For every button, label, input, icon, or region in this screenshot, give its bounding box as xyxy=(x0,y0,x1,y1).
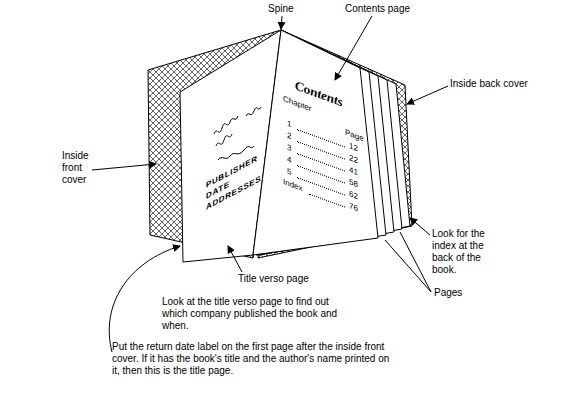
page-shape xyxy=(253,30,378,255)
part-label: Pages xyxy=(434,287,494,299)
page-number: 22 xyxy=(349,153,358,166)
note-text: Look at the title verso page to find out… xyxy=(162,296,354,332)
part-label: Spine xyxy=(268,3,328,15)
leader-dots xyxy=(297,153,345,171)
handwriting-scribble xyxy=(246,107,261,116)
part-label: Contents page xyxy=(345,3,435,15)
leader-line xyxy=(410,218,430,235)
chapter-number: 3 xyxy=(287,142,291,154)
page-number: 12 xyxy=(349,141,358,154)
part-label: Inside front cover xyxy=(62,150,96,186)
chapter-number: 2 xyxy=(287,130,291,142)
leader-dots xyxy=(297,141,345,159)
chapter-number: 1 xyxy=(287,118,291,130)
part-label: Inside back cover xyxy=(450,78,570,90)
leader-line xyxy=(400,232,431,292)
leader-line xyxy=(92,164,156,170)
leader-line xyxy=(228,246,242,272)
leader-dots xyxy=(297,129,345,147)
handwriting-scribble xyxy=(216,134,232,146)
leader-line xyxy=(335,16,372,80)
chapter-number: 5 xyxy=(287,166,291,178)
column-heading: Page xyxy=(345,128,364,145)
leader-dots xyxy=(297,165,345,183)
index-entry: Index xyxy=(283,177,303,194)
contents-page: ContentsChapterPage112222341458562Index7… xyxy=(253,30,379,256)
chapter-number: 4 xyxy=(287,154,291,166)
leader-line xyxy=(407,86,448,104)
handwriting-scribble xyxy=(214,116,238,134)
leader-dots xyxy=(309,193,345,207)
page-number: 62 xyxy=(349,189,358,202)
leader-line xyxy=(281,16,282,29)
page-number: 76 xyxy=(349,201,358,214)
note-text: Look for the index at the back of the bo… xyxy=(432,228,494,276)
note-text: Put the return date label on the first p… xyxy=(112,341,394,377)
page-number: 58 xyxy=(349,177,358,190)
page-number: 41 xyxy=(349,165,358,178)
part-label: Title verso page xyxy=(238,273,348,285)
leader-dots xyxy=(297,177,345,195)
leader-line xyxy=(385,240,431,292)
